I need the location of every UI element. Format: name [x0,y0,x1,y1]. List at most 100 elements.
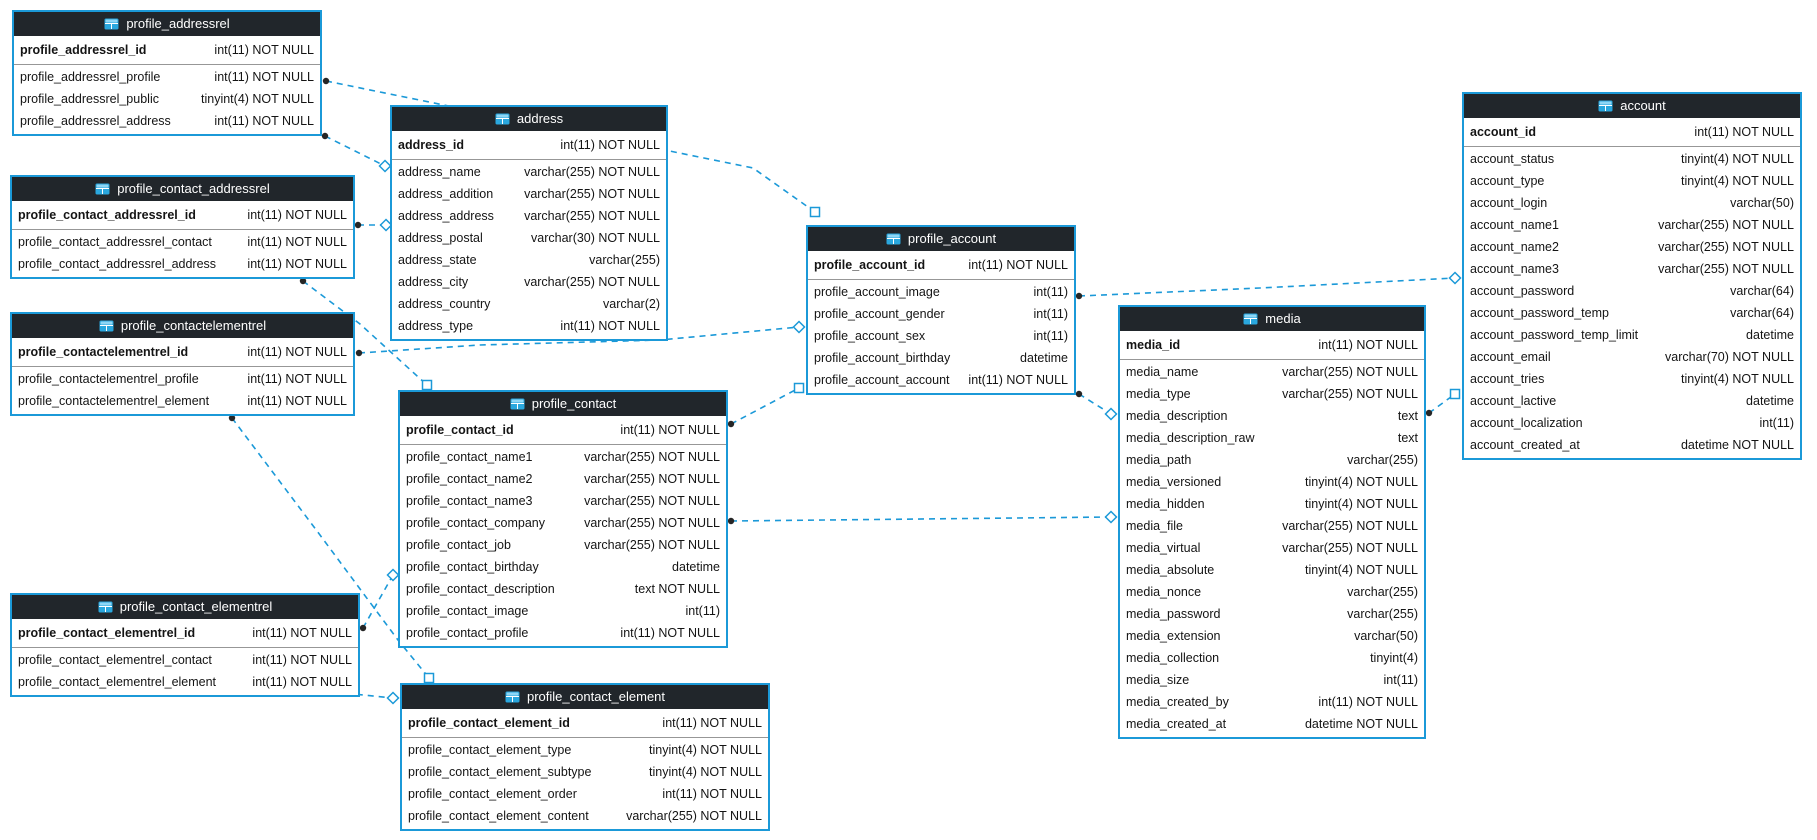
table-header[interactable]: profile_addressrel [14,12,320,36]
table-header[interactable]: media [1120,307,1424,331]
table-header[interactable]: profile_contactelementrel [12,314,353,338]
table-header[interactable]: profile_contact_elementrel [12,595,358,619]
relationship-line[interactable] [1078,277,1456,297]
table-header[interactable]: profile_contact_addressrel [12,177,353,201]
relationship-line[interactable] [730,516,1112,522]
relationship-line[interactable] [302,280,428,386]
relationship-line[interactable] [358,326,800,354]
table-header[interactable]: profile_contact_element [402,685,768,709]
relationship-line[interactable] [730,387,800,425]
table-header[interactable]: profile_account [808,227,1074,251]
table-header[interactable]: address [392,107,666,131]
table-header[interactable]: profile_contact [400,392,726,416]
relationship-line[interactable] [324,135,386,167]
table-header[interactable]: account [1464,94,1800,118]
table-profile_contact_element[interactable]: profile_contact_element profile_contact_e… [400,683,770,831]
